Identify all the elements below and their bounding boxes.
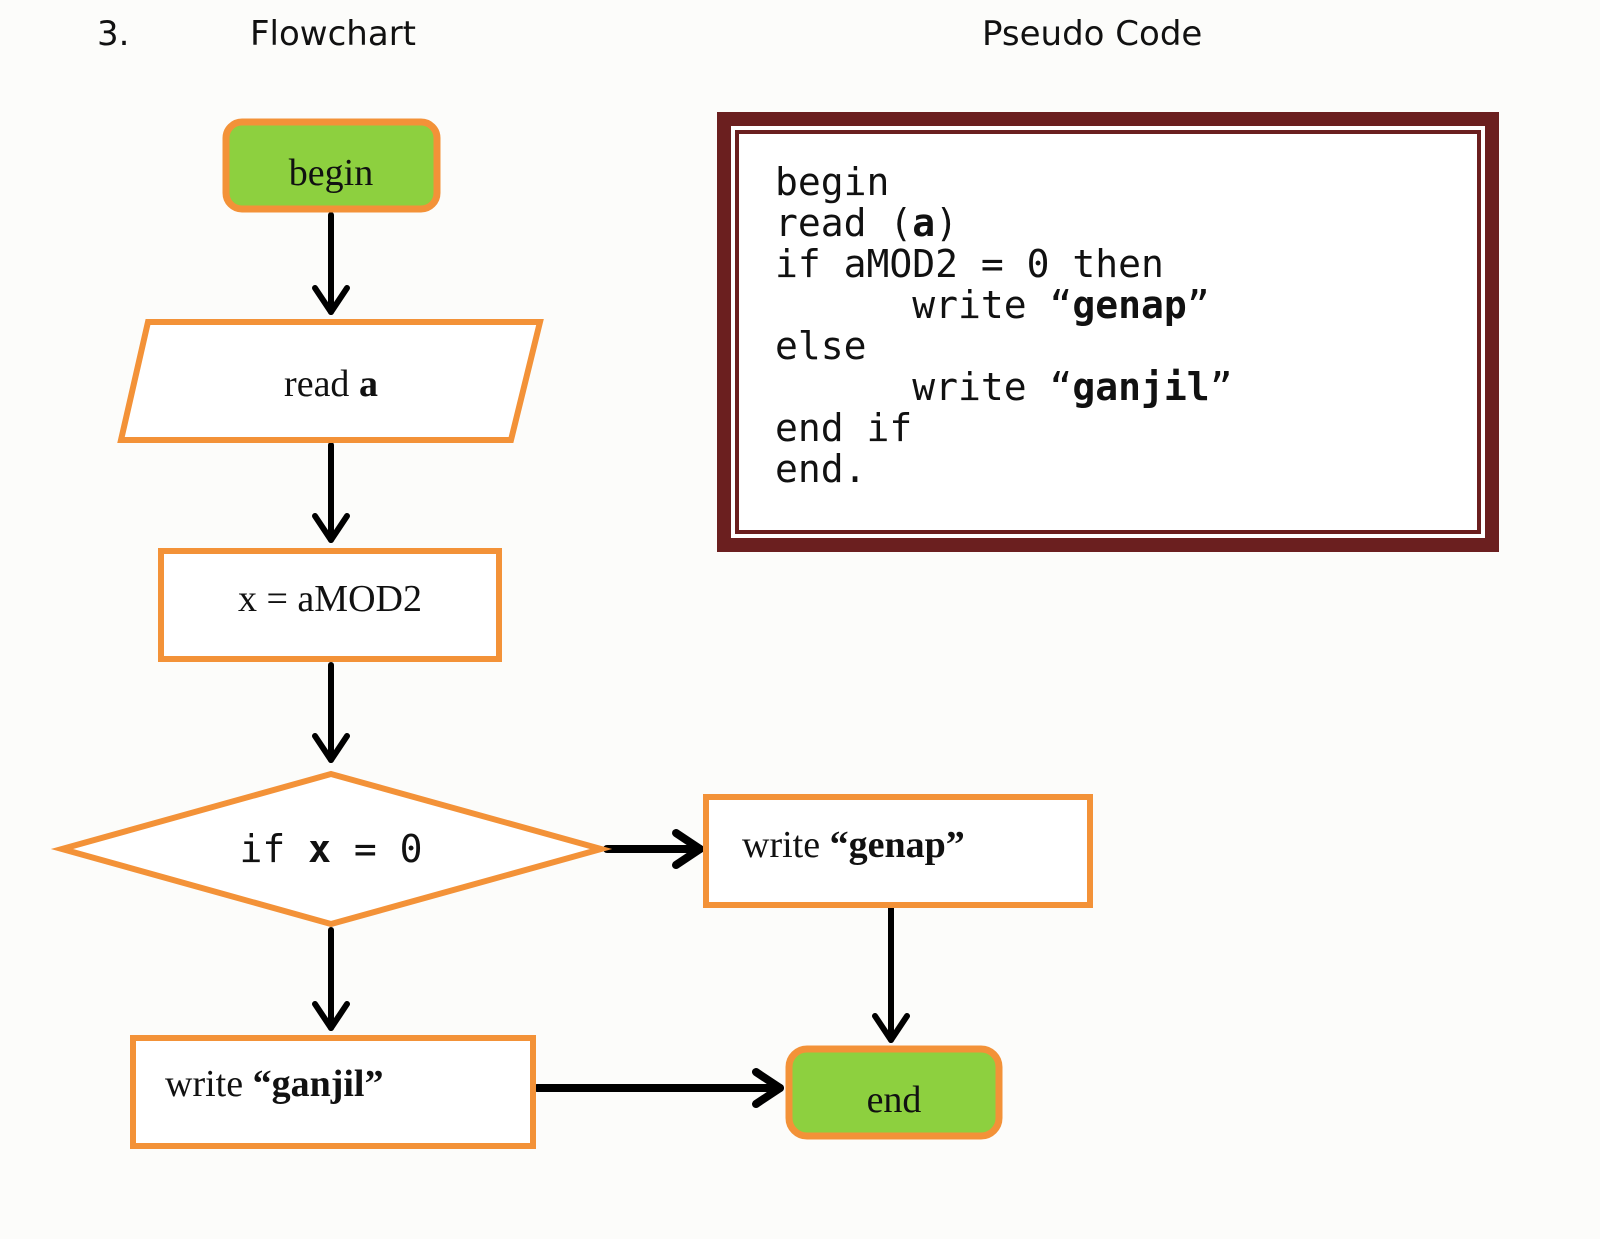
pseudocode-title: Pseudo Code (982, 14, 1203, 54)
pseudocode-line: end if (775, 408, 1233, 449)
node-decision: if x = 0 (50, 770, 613, 928)
pseudocode-line: else (775, 326, 1233, 367)
node-read-text: read (284, 363, 359, 405)
arrow-ganjil-to-end (533, 1068, 784, 1108)
pseudocode-inner-border (735, 130, 1481, 534)
pseudocode-line: if aMOD2 = 0 then (775, 244, 1233, 285)
flowchart-title: Flowchart (250, 14, 416, 54)
pseudocode-line: begin (775, 162, 1233, 203)
arrow-genap-to-end (872, 902, 910, 1043)
section-number: 3. (97, 14, 130, 54)
edges (312, 212, 910, 1108)
node-write-ganjil-label: write “ganjil” (165, 1063, 383, 1105)
node-decision-text-pre: if (239, 827, 308, 871)
pseudocode-line-suffix: ” (1186, 283, 1210, 327)
node-read: read a (117, 319, 544, 443)
pseudocode-line-bold: genap (1072, 283, 1187, 327)
pseudocode-line: read (a) (775, 203, 1233, 244)
arrow-assign-to-decision (312, 662, 350, 763)
pseudocode-line-text: end. (775, 447, 867, 491)
node-decision-text-post: = 0 (331, 827, 423, 871)
node-write-genap-string: “genap” (830, 824, 965, 866)
node-write-ganjil: write “ganjil” (130, 1035, 536, 1149)
arrow-read-to-assign (312, 442, 350, 543)
pseudocode-line-text: if aMOD2 = 0 then (775, 242, 1164, 286)
pseudocode-line-text: read ( (775, 201, 913, 245)
node-write-genap-label: write “genap” (742, 824, 965, 866)
node-decision-variable: x (308, 827, 331, 871)
pseudocode-line-text: begin (775, 160, 890, 204)
pseudocode-line: write “ganjil” (775, 365, 1233, 409)
arrow-begin-to-read (312, 212, 350, 315)
node-begin-label: begin (289, 152, 373, 194)
node-write-genap-text: write (742, 824, 830, 866)
pseudocode-line-bold: a (912, 201, 936, 245)
pseudocode-line-text: write “ (775, 283, 1073, 327)
arrow-decision-to-genap (603, 829, 704, 869)
pseudocode-line: write “genap” (775, 285, 1233, 326)
pseudocode-line-suffix: ” (1209, 365, 1233, 409)
node-decision-label: if x = 0 (239, 827, 422, 871)
node-begin: begin (222, 118, 441, 213)
pseudocode-line-bold: ganjil (1072, 365, 1210, 409)
node-read-variable: a (359, 363, 378, 405)
pseudocode-line-text: else (775, 324, 867, 368)
pseudocode-line-text: end if (775, 406, 913, 450)
node-read-label: read a (284, 363, 378, 405)
node-end-label: end (867, 1079, 922, 1121)
node-end: end (785, 1045, 1003, 1140)
node-write-ganjil-text: write (165, 1063, 253, 1105)
node-write-genap: write “genap” (703, 794, 1093, 908)
node-assign: x = aMOD2 (158, 548, 502, 662)
node-write-ganjil-string: “ganjil” (253, 1063, 384, 1105)
arrow-decision-to-ganjil (312, 927, 350, 1031)
pseudocode-line: end. (775, 449, 1233, 490)
pseudocode-line-text: write “ (775, 365, 1073, 409)
pseudocode-line-suffix: ) (935, 201, 959, 245)
node-assign-label: x = aMOD2 (238, 578, 422, 620)
